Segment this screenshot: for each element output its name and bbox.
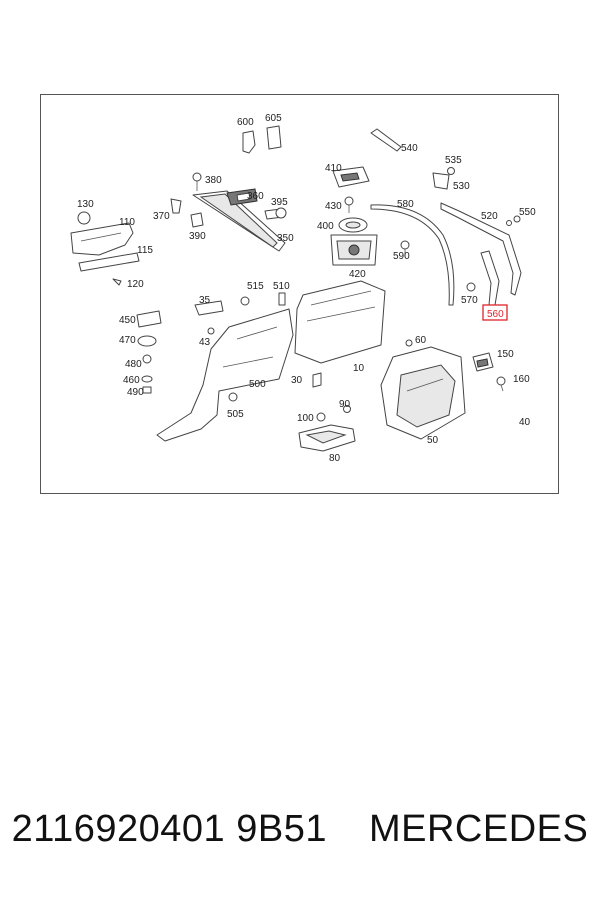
part-480-pin [142, 354, 152, 364]
label-400: 400 [317, 221, 334, 232]
part-600-clip [242, 130, 256, 154]
label-110: 110 [119, 217, 135, 228]
label-590: 590 [393, 251, 410, 262]
label-43: 43 [199, 337, 211, 348]
label-90: 90 [339, 399, 351, 410]
part-430-clip [344, 196, 354, 213]
label-150: 150 [497, 349, 514, 360]
label-60: 60 [415, 335, 427, 346]
label-35: 35 [199, 295, 211, 306]
label-100: 100 [297, 413, 314, 424]
label-160: 160 [513, 374, 530, 385]
part-150-latch [472, 352, 494, 372]
label-80: 80 [329, 453, 341, 464]
part-570-screw [466, 282, 476, 292]
part-605-cap [266, 125, 282, 150]
part-505-screw [228, 392, 238, 402]
label-470: 470 [119, 335, 136, 346]
part-500-side-trim [156, 308, 294, 442]
label-350: 350 [277, 233, 294, 244]
part-510-clip [278, 292, 286, 306]
part-350-sill-plate [192, 190, 286, 252]
label-560: 560 [487, 309, 504, 320]
highlight-box-560 [482, 304, 508, 321]
part-380-screw [192, 172, 202, 191]
part-460-washer [141, 375, 153, 383]
part-30-clip [312, 372, 322, 388]
part-100-nut [316, 412, 326, 422]
label-380: 380 [205, 175, 222, 186]
part-395-bolt [264, 207, 287, 220]
label-540: 540 [401, 143, 418, 154]
label-515: 515 [247, 281, 264, 292]
label-505: 505 [227, 409, 244, 420]
part-160-screw [496, 376, 506, 392]
part-540-seal-strip [370, 128, 402, 152]
label-40: 40 [519, 417, 531, 428]
part-420-housing [330, 234, 378, 266]
label-490: 490 [127, 387, 144, 398]
label-460: 460 [123, 375, 140, 386]
label-420: 420 [349, 269, 366, 280]
part-410-cover [332, 166, 370, 188]
part-130-nut [77, 211, 91, 225]
label-50: 50 [427, 435, 439, 446]
part-120-screw [112, 278, 122, 286]
label-600: 600 [237, 117, 254, 128]
label-115: 115 [137, 245, 153, 256]
part-110-trim-panel [70, 222, 134, 256]
label-480: 480 [125, 359, 142, 370]
part-530-bracket [432, 172, 450, 190]
brand-name: MERCEDES [368, 808, 589, 850]
part-515-screw [240, 296, 250, 306]
part-490-cap [142, 386, 152, 394]
part-60-clip [405, 339, 413, 347]
label-450: 450 [119, 315, 136, 326]
part-590-screw [400, 240, 410, 257]
label-550: 550 [519, 207, 536, 218]
label-130: 130 [77, 199, 94, 210]
label-30: 30 [291, 375, 303, 386]
part-50-rear-panel [380, 346, 466, 440]
label-390: 390 [189, 231, 206, 242]
part-580-long-seal [370, 204, 455, 306]
label-510: 510 [273, 281, 290, 292]
label-120: 120 [127, 279, 144, 290]
part-370-clip [170, 198, 182, 214]
label-395: 395 [271, 197, 288, 208]
label-360: 360 [247, 191, 264, 202]
exploded-view-drawing: 600 605 540 535 530 410 380 360 395 370 … [70, 113, 536, 464]
part-550-clip [506, 215, 521, 226]
part-400-ring [338, 217, 368, 233]
part-560-strip [480, 250, 500, 306]
part-520-trim [440, 202, 522, 296]
part-80-bracket [298, 424, 356, 452]
part-535-cap [447, 167, 455, 175]
label-370: 370 [153, 211, 170, 222]
part-caption: 2116920401 9B51 MERCEDES [0, 808, 600, 858]
part-43-screw [207, 327, 215, 335]
label-570: 570 [461, 295, 478, 306]
callout-labels: 600 605 540 535 530 410 380 360 395 370 … [77, 113, 536, 464]
label-530: 530 [453, 181, 470, 192]
part-90-screw [343, 405, 351, 413]
part-470-ring [137, 335, 157, 347]
label-535: 535 [445, 155, 462, 166]
label-430: 430 [325, 201, 342, 212]
label-10: 10 [353, 363, 365, 374]
part-number: 2116920401 9B51 [11, 808, 327, 850]
part-10-storage-panel [294, 280, 386, 364]
label-605: 605 [265, 113, 282, 124]
label-410: 410 [325, 163, 342, 174]
parts-diagram: 600 605 540 535 530 410 380 360 395 370 … [40, 94, 559, 494]
part-35-bracket [194, 300, 224, 316]
part-390-clip [190, 212, 204, 228]
label-520: 520 [481, 211, 498, 222]
part-360-pad [226, 188, 258, 206]
part-450-cover [136, 310, 162, 328]
label-580: 580 [397, 199, 414, 210]
label-500: 500 [249, 379, 266, 390]
part-115-strip [78, 252, 140, 272]
